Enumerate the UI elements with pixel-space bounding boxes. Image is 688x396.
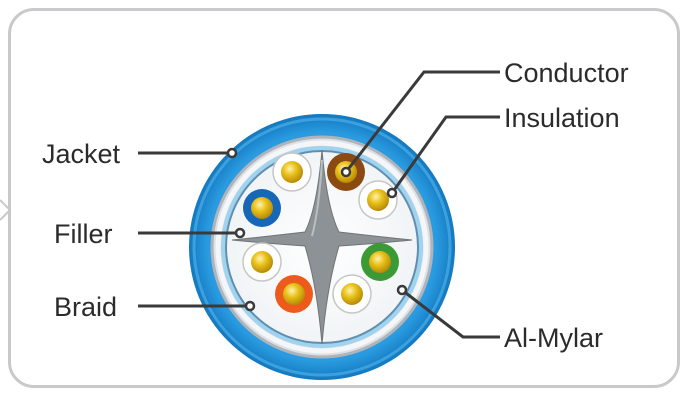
pair-green: [361, 243, 399, 281]
pair-blue: [243, 189, 281, 227]
cable: [189, 114, 455, 380]
pair-brown-white: [358, 180, 398, 220]
pair-green-white: [332, 274, 372, 314]
label-al-mylar: Al-Mylar: [504, 323, 603, 353]
label-jacket: Jacket: [42, 139, 121, 169]
pair-blue-white: [272, 152, 312, 192]
pair-orange-white: [242, 242, 282, 282]
leader-endpoints: [226, 147, 408, 312]
leader-lines: [138, 70, 500, 339]
label-insulation: Insulation: [504, 103, 620, 133]
leader-conductor: [344, 70, 500, 173]
filler-shine: [311, 159, 323, 237]
cross-filler: [231, 149, 413, 345]
pair-orange: [275, 275, 313, 313]
label-filler: Filler: [54, 219, 113, 249]
label-braid: Braid: [54, 292, 117, 322]
al-mylar-layer: [221, 146, 423, 348]
braid-shine: [215, 140, 429, 354]
label-conductor: Conductor: [504, 58, 629, 88]
leader-al-mylar: [401, 288, 500, 339]
frame-notch: [0, 199, 12, 221]
leader-insulation: [390, 115, 500, 194]
jacket-highlight: [192, 117, 452, 377]
